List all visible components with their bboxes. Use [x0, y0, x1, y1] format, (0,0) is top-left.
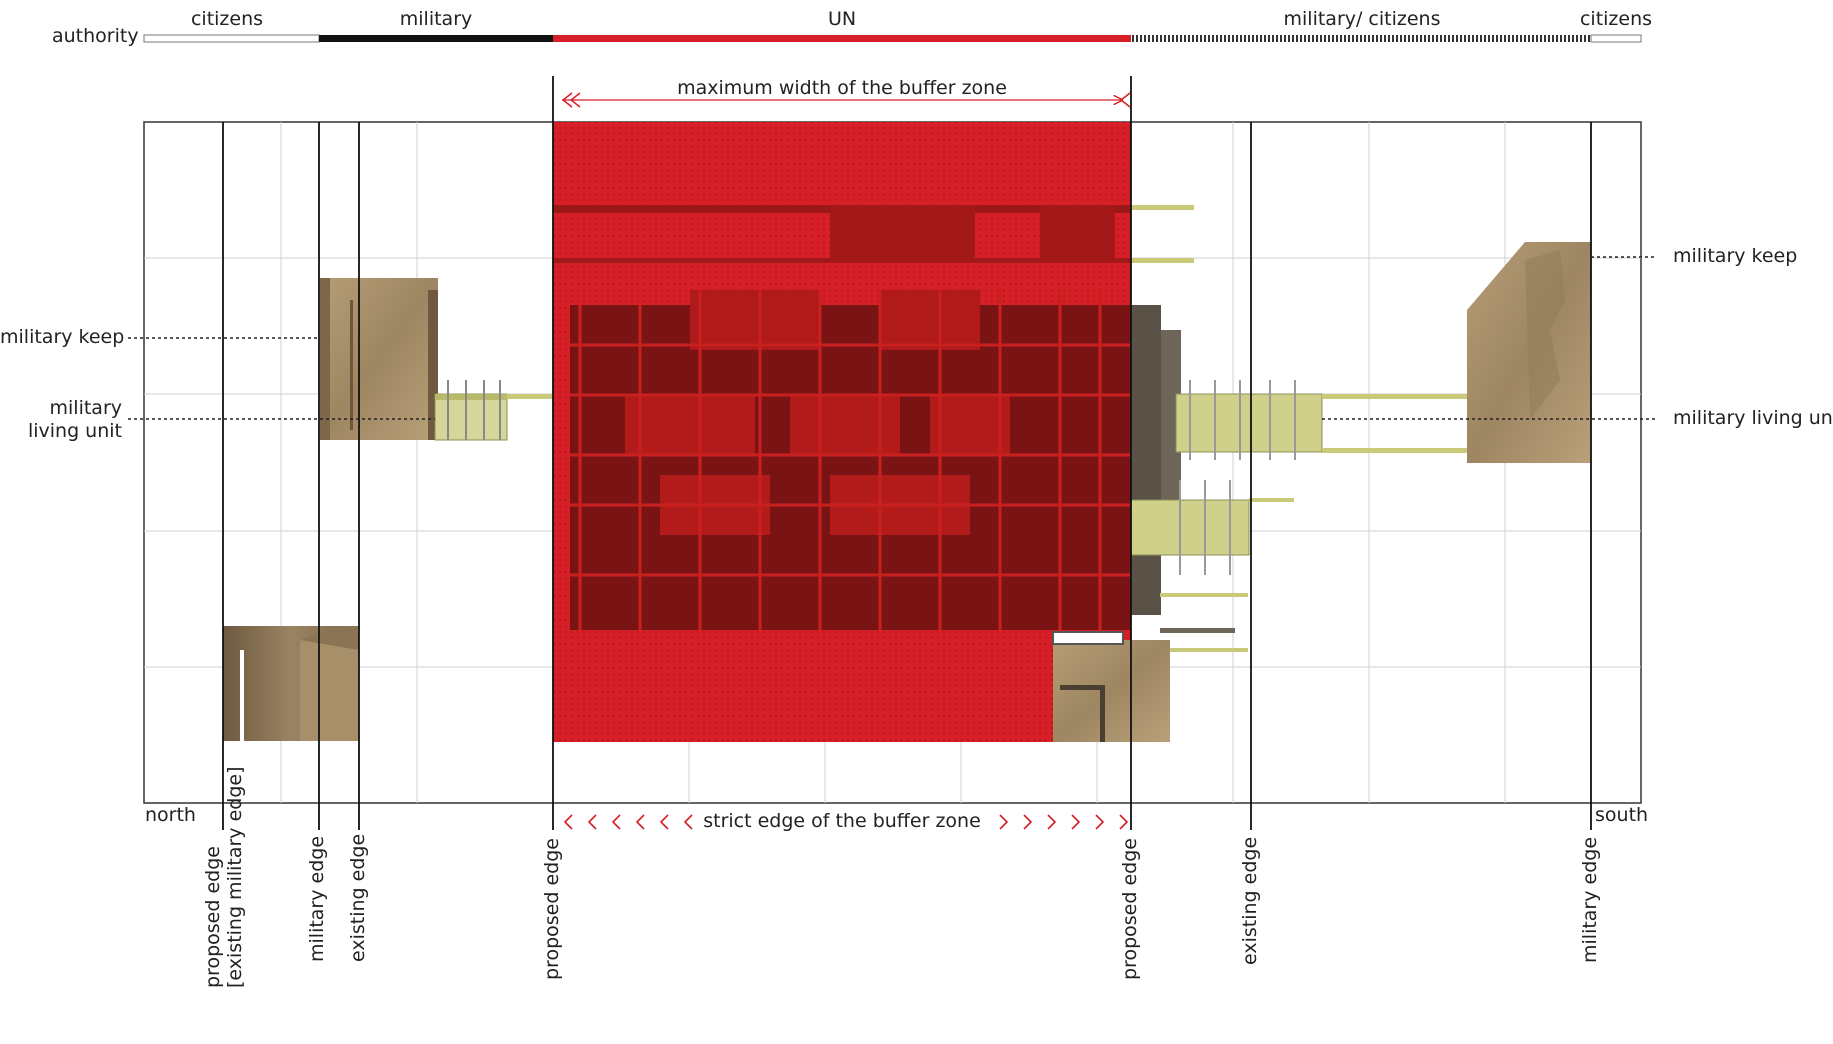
right-structures — [1131, 205, 1194, 615]
left-military-keep — [320, 278, 438, 440]
edge-label-line: proposed edge — [1119, 838, 1141, 980]
authority-label: authority — [52, 25, 139, 47]
strict-edge-label: strict edge of the buffer zone — [699, 810, 985, 832]
edge-label-line: proposed edge — [541, 838, 563, 980]
edge-label-line: existing edge — [1239, 836, 1261, 965]
strict-edge-chevrons — [563, 814, 1129, 830]
edge-label-proposed-edge-right: proposed edge — [1119, 838, 1141, 980]
edge-label-line: [existing military edge] — [224, 766, 246, 988]
left-military-keep-callout: military keep — [0, 326, 125, 348]
edge-label-line: proposed edge — [202, 846, 224, 988]
right-lower-block — [1052, 631, 1170, 742]
max-width-label: maximum width of the buffer zone — [671, 77, 1013, 99]
left-lower-structure — [223, 626, 359, 741]
right-military-living-unit — [1130, 380, 1475, 652]
authority-segment-label: military/ citizens — [1283, 8, 1441, 30]
right-military-keep-callout: military keep — [1673, 245, 1798, 267]
edge-label-proposed-existing-military: proposed edge [existing military edge] — [202, 766, 246, 988]
right-military-unit-callout: military living unit — [1673, 407, 1833, 429]
edge-label-line: military edge — [306, 835, 328, 962]
edge-lines — [222, 76, 1592, 830]
edge-label-existing-edge-right: existing edge — [1239, 837, 1261, 965]
authority-segment-label: military — [399, 8, 473, 30]
edge-label-military-edge-left: military edge — [306, 836, 328, 962]
authority-segment-un — [553, 35, 1131, 42]
left-military-unit-callout-line1: military — [49, 397, 123, 419]
north-label: north — [145, 804, 196, 826]
authority-segment-citizens-left — [143, 34, 320, 43]
callout-leaders — [128, 256, 1657, 420]
authority-segment-label: citizens — [1579, 8, 1653, 30]
south-label: south — [1595, 804, 1649, 826]
authority-segment-label: citizens — [190, 8, 264, 30]
left-military-living-unit — [434, 380, 553, 441]
edge-label-line: existing edge — [347, 833, 369, 962]
edge-label-military-edge-right: military edge — [1579, 837, 1601, 963]
edge-label-line: military edge — [1579, 836, 1601, 963]
authority-segment-military-citizens — [1131, 35, 1591, 42]
edge-label-proposed-edge-left: proposed edge — [541, 838, 563, 980]
un-buffer-zone — [553, 122, 1131, 742]
authority-segment-label: UN — [827, 8, 857, 30]
authority-segment-military — [319, 35, 553, 42]
left-military-unit-callout-line2: living unit — [27, 420, 122, 442]
right-military-keep — [1467, 242, 1591, 463]
max-width-dimension — [561, 92, 1131, 108]
authority-bar — [143, 34, 1642, 43]
authority-segment-citizens-right — [1590, 34, 1642, 43]
edge-label-existing-edge-left: existing edge — [347, 834, 369, 962]
